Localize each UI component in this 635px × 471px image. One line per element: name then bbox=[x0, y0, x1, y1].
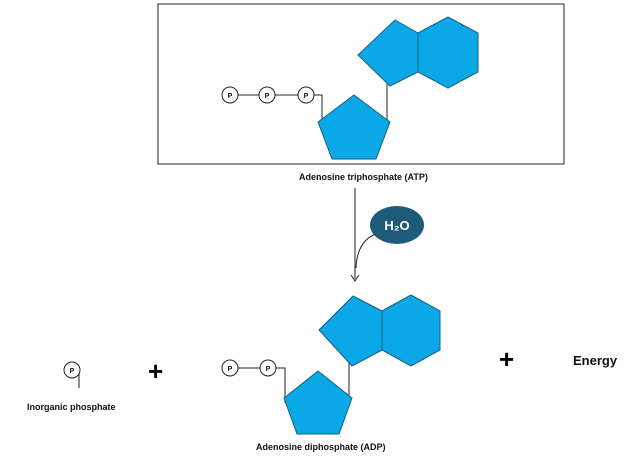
svg-text:P: P bbox=[304, 93, 309, 100]
adp-molecule: P P bbox=[221, 294, 441, 435]
adenine-pentagon bbox=[357, 19, 419, 87]
phosphate-group: P bbox=[221, 359, 239, 377]
inorganic-phosphate: P bbox=[63, 361, 81, 388]
inorganic-phosphate-label: Inorganic phosphate bbox=[27, 402, 116, 412]
svg-text:H₂O: H₂O bbox=[384, 218, 409, 233]
atp-molecule: P P P bbox=[221, 16, 479, 160]
svg-text:P: P bbox=[70, 368, 75, 375]
svg-text:P: P bbox=[228, 366, 233, 373]
adenine-hexagon bbox=[417, 16, 479, 89]
svg-text:P: P bbox=[266, 366, 271, 373]
ribose-pentagon bbox=[317, 94, 391, 160]
phosphate-group: P bbox=[258, 86, 276, 104]
atp-box bbox=[157, 3, 565, 165]
phosphate-sugar-bond bbox=[276, 367, 286, 403]
svg-text:P: P bbox=[228, 93, 233, 100]
energy-label: Energy bbox=[573, 353, 618, 368]
plus-sign: + bbox=[148, 356, 164, 386]
phosphate-sugar-bond bbox=[314, 94, 323, 124]
phosphate-group: P bbox=[221, 86, 239, 104]
ribose-pentagon bbox=[283, 370, 353, 435]
adenine-hexagon bbox=[381, 294, 441, 367]
phosphate-group: P bbox=[259, 359, 277, 377]
adp-label: Adenosine diphosphate (ADP) bbox=[256, 442, 386, 452]
water-molecule: H₂O bbox=[370, 206, 424, 244]
svg-text:P: P bbox=[265, 93, 270, 100]
phosphate-group: P bbox=[297, 86, 315, 104]
atp-label: Adenosine triphosphate (ATP) bbox=[299, 172, 428, 182]
adenine-pentagon bbox=[318, 295, 383, 367]
plus-sign: + bbox=[499, 344, 515, 374]
